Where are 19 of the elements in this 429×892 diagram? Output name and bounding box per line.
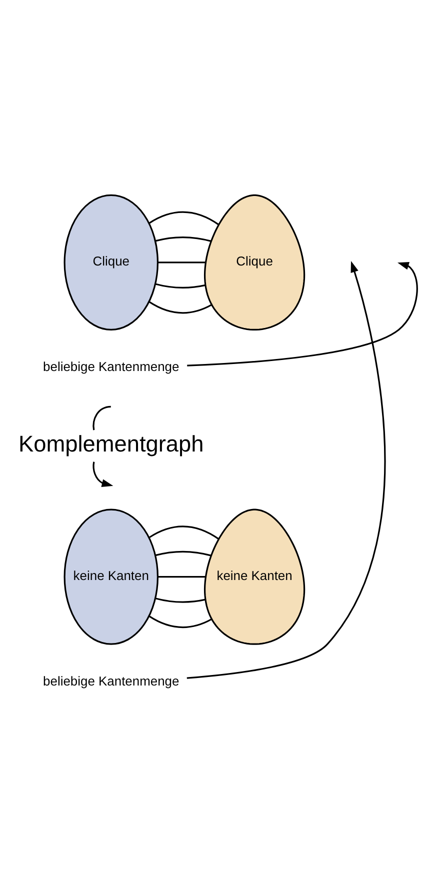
connector xyxy=(155,550,212,556)
connector xyxy=(155,236,212,242)
connector xyxy=(148,526,220,540)
connector xyxy=(148,616,212,628)
node-text: beliebige Kantenmenge xyxy=(43,358,180,374)
connector xyxy=(158,262,206,264)
node-ellipse: Clique xyxy=(64,194,159,331)
connector xyxy=(148,211,220,226)
connector xyxy=(155,598,206,603)
connector xyxy=(155,283,206,288)
connector xyxy=(158,576,206,578)
node-ellipse: keine Kanten xyxy=(64,508,159,645)
node-text: Komplementgraph xyxy=(18,430,204,457)
arrow xyxy=(187,262,418,366)
node-text: beliebige Kantenmenge xyxy=(43,673,180,688)
connector xyxy=(92,406,111,430)
arrow xyxy=(92,462,114,488)
arrow xyxy=(186,261,386,679)
connector xyxy=(148,301,212,314)
